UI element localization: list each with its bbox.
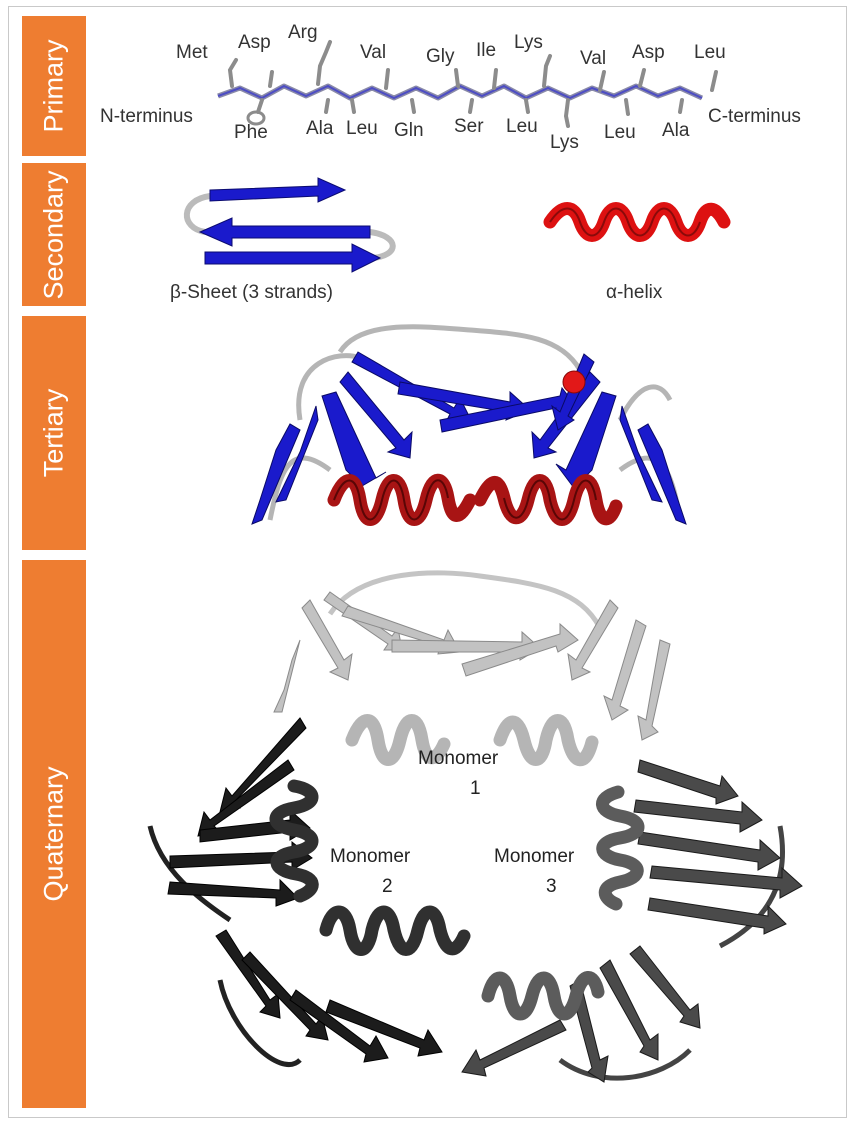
monomer-2-label-line1: Monomer	[330, 846, 411, 867]
residue-label-bottom: Ala	[662, 120, 690, 141]
residue-label-top: Asp	[238, 32, 271, 53]
residue-label-top: Val	[580, 48, 606, 69]
residue-label-top: Met	[176, 42, 208, 63]
residue-label-top: Ile	[476, 40, 496, 61]
monomer-3-label-line2: 3	[546, 876, 557, 897]
residue-label-bottom: Ser	[454, 116, 484, 137]
alpha-helix-caption: α-helix	[606, 282, 663, 303]
residue-label-top: Leu	[694, 42, 726, 63]
alpha-helix-illustration	[550, 209, 724, 236]
monomer-1-structure	[274, 573, 670, 760]
monomer-3-label-line1: Monomer	[494, 846, 575, 867]
residue-label-top: Gly	[426, 46, 455, 67]
residue-label-bottom: Gln	[394, 120, 424, 141]
n-terminus-label: N-terminus	[100, 106, 193, 127]
residue-label-top: Lys	[514, 32, 543, 53]
beta-sheet-caption: β-Sheet (3 strands)	[170, 282, 333, 303]
residue-label-bottom: Leu	[506, 116, 538, 137]
residue-label-top: Val	[360, 42, 386, 63]
monomer-1-label-line1: Monomer	[418, 748, 499, 769]
residue-label-bottom: Leu	[604, 122, 636, 143]
monomer-2-label-line2: 2	[382, 876, 393, 897]
monomer-1-label-line2: 1	[470, 778, 481, 799]
residue-label-bottom: Phe	[234, 122, 268, 143]
c-terminus-label: C-terminus	[708, 106, 801, 127]
residue-label-top: Arg	[288, 22, 318, 43]
residue-label-top: Asp	[632, 42, 665, 63]
residue-label-bottom: Lys	[550, 132, 579, 153]
tertiary-structure-illustration	[252, 327, 686, 524]
beta-sheet-illustration	[187, 178, 393, 272]
monomer-3-structure	[462, 760, 802, 1082]
residue-label-bottom: Leu	[346, 118, 378, 139]
monomer-2-structure	[150, 718, 464, 1065]
residue-label-bottom: Ala	[306, 118, 334, 139]
